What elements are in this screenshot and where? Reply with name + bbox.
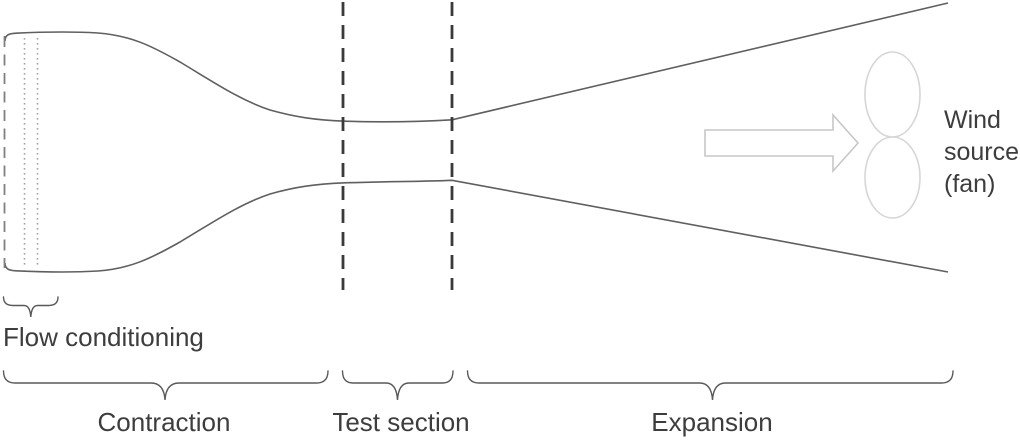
wind-source-line-1: Wind bbox=[944, 106, 1001, 134]
expansion-brace bbox=[466, 370, 954, 401]
wind-source-label: Wind source (fan) bbox=[944, 104, 1019, 200]
tunnel-bottom-wall bbox=[4, 179, 949, 273]
wind-source-line-3: (fan) bbox=[944, 170, 996, 198]
flow-direction-arrow-icon bbox=[704, 112, 860, 174]
test-section-brace bbox=[341, 370, 454, 401]
wind-source-line-2: source bbox=[944, 138, 1020, 166]
test-section-label: Test section bbox=[332, 407, 470, 437]
contraction-brace bbox=[2, 370, 329, 401]
tunnel-top-wall bbox=[4, 2, 949, 123]
expansion-label: Expansion bbox=[651, 407, 773, 437]
fan-blade-top-icon bbox=[864, 51, 921, 138]
flow-conditioning-label: Flow conditioning bbox=[3, 322, 204, 352]
fan-blade-bottom-icon bbox=[864, 136, 921, 219]
contraction-label: Contraction bbox=[97, 407, 231, 437]
flow-conditioning-brace bbox=[2, 296, 59, 318]
